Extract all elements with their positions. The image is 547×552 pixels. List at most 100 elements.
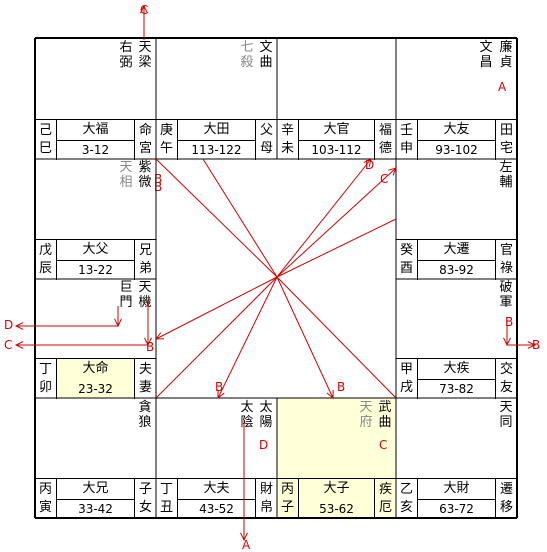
star: 太陰 [240, 400, 254, 430]
daxian-label: 大友 [418, 120, 495, 141]
daxian-label: 大兄 [57, 479, 134, 500]
age-range: 103-112 [311, 143, 362, 157]
daxian-label: 大疾 [418, 359, 495, 380]
star: 廉貞 [499, 40, 513, 70]
daxian-label: 大官 [299, 120, 374, 141]
star: 天相 [119, 160, 133, 190]
age-range: 63-72 [439, 502, 474, 516]
heavenly-stem-branch: 丙子 [277, 479, 299, 519]
heavenly-stem-branch: 壬申 [396, 120, 418, 160]
flow-line [276, 218, 397, 278]
star: 破軍 [499, 280, 513, 310]
heavenly-stem-branch: 甲戌 [396, 359, 418, 399]
palace-role: 財帛 [255, 479, 277, 519]
age-range: 23-32 [57, 379, 134, 399]
palace-info-bar: 壬申大友 93-102 田宅 [396, 119, 517, 160]
arrow-line [276, 167, 397, 278]
palace-role: 交友 [495, 359, 517, 399]
heavenly-stem-branch: 庚午 [156, 120, 178, 160]
arrow-line [155, 276, 278, 340]
arrow-head [140, 4, 148, 14]
star: 右弼 [119, 40, 133, 70]
palace-role: 福德 [374, 120, 396, 160]
star: 左輔 [499, 160, 513, 190]
arrow-head [240, 532, 248, 542]
arrow-head [154, 332, 165, 340]
marker-label: B [146, 340, 155, 354]
daxian-label: 大福 [57, 120, 134, 141]
arrow-line [217, 276, 278, 399]
palace-info-bar: 庚午大田 113-122 父母 [156, 119, 277, 160]
heavenly-stem-branch: 乙亥 [396, 479, 418, 519]
star: 太陽 [259, 400, 273, 430]
palace-role: 疾厄 [374, 479, 396, 519]
heavenly-stem-branch: 丁卯 [35, 359, 57, 399]
heavenly-stem-branch: 癸酉 [396, 240, 418, 280]
heavenly-stem-branch: 丁丑 [156, 479, 178, 519]
arrow-head [326, 389, 334, 400]
palace-info-bar: 癸酉大遷 83-92 官祿 [396, 239, 517, 280]
daxian-label: 大遷 [418, 240, 495, 261]
arrow-head [217, 389, 225, 400]
star: 七殺 [240, 40, 254, 70]
marker-label: B [505, 315, 514, 329]
arrow-line [276, 158, 372, 278]
age-range: 43-52 [199, 502, 234, 516]
flow-line [202, 158, 278, 278]
marker-label: C [4, 338, 13, 352]
daxian-label: 大田 [178, 120, 255, 141]
star: 文昌 [479, 40, 493, 70]
marker-label: B [154, 172, 163, 186]
palace-role: 田宅 [495, 120, 517, 160]
star: 紫微 [138, 160, 152, 190]
star: 文曲 [259, 40, 273, 70]
palace-role: 子女 [134, 479, 156, 519]
age-range: 73-82 [439, 382, 474, 396]
palace-role: 父母 [255, 120, 277, 160]
age-range: 33-42 [78, 502, 113, 516]
star: 武曲 [378, 400, 392, 430]
star: 天府 [359, 400, 373, 430]
palace-role: 夫妻 [134, 359, 156, 399]
star: 天梁 [138, 40, 152, 70]
daxian-label: 大夫 [178, 479, 255, 500]
marker-label: B [337, 380, 346, 394]
daxian-label: 大父 [57, 240, 134, 261]
star: 貪狼 [138, 400, 152, 430]
daxian-label: 大財 [418, 479, 495, 500]
flow-line [155, 276, 278, 399]
age-range: 83-92 [439, 263, 474, 277]
palace-role: 命宮 [134, 120, 156, 160]
palace-info-bar: 甲戌大疾 73-82 交友 [396, 358, 517, 399]
star: 天同 [499, 400, 513, 430]
heavenly-stem-branch: 戊辰 [35, 240, 57, 280]
arrow-line [276, 276, 334, 399]
arrow-head [14, 341, 24, 349]
marker-label: B [154, 180, 163, 194]
flow-line [276, 276, 397, 399]
marker-label: D [4, 318, 14, 332]
arrow-head [388, 167, 397, 176]
marker-label: D [259, 438, 269, 452]
palace-info-bar: 乙亥大財 63-72 遷移 [396, 478, 517, 519]
arrow-head [14, 322, 24, 330]
flow-line [155, 158, 278, 278]
arrow-head [363, 158, 372, 167]
marker-label: B [215, 380, 224, 394]
age-range: 93-102 [435, 143, 478, 157]
palace-role: 官祿 [495, 240, 517, 280]
palace-role: 遷移 [495, 479, 517, 519]
palace-info-bar: 丁丑大夫 43-52 財帛 [156, 478, 277, 519]
age-range: 113-122 [191, 143, 242, 157]
age-range: 53-62 [299, 499, 374, 519]
arrow-head [527, 341, 537, 349]
marker-label: C [379, 438, 388, 452]
